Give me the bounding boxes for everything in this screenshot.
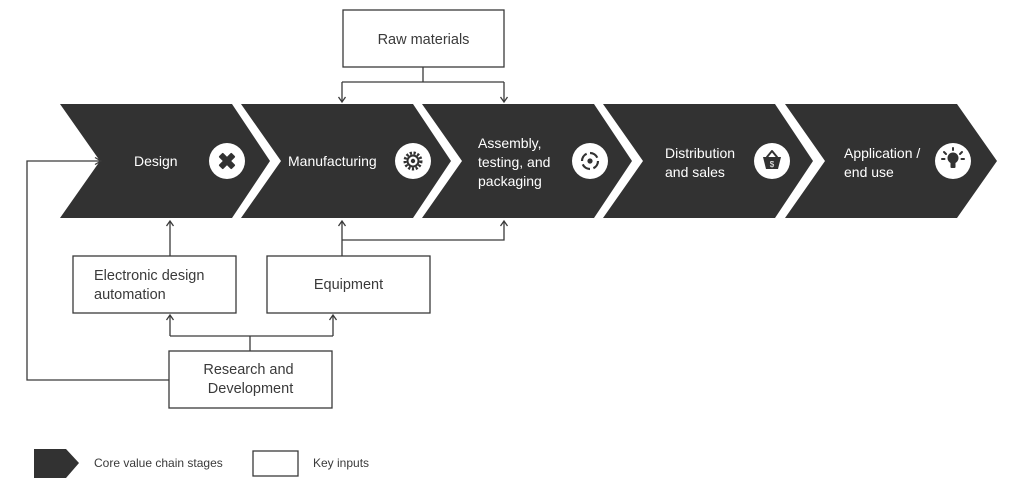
stage-design-line: Design [134, 153, 178, 169]
arrowhead [165, 219, 175, 227]
stage-manufacturing-shape [241, 104, 451, 218]
rnd-connector [169, 316, 334, 351]
stage-assembly-line-3: packaging [478, 173, 542, 189]
equipment-line: Equipment [314, 277, 383, 293]
arrowhead [165, 313, 175, 321]
stage-distribution-label: Distribution and sales [665, 145, 739, 180]
stage-distribution-line-1: Distribution [665, 145, 735, 161]
stage-distribution: Distribution and sales [603, 104, 813, 218]
svg-text:$: $ [770, 160, 775, 169]
equipment-connector [341, 222, 505, 256]
stage-design-shape [60, 104, 270, 218]
rnd-line-1: Research and [203, 362, 293, 378]
stage-assembly-label: Assembly, testing, and packaging [478, 135, 554, 189]
stage-distribution-line-2: and sales [665, 164, 725, 180]
cycle-icon [572, 143, 608, 179]
eda-box: Electronic design automation [72, 255, 237, 314]
stage-assembly: Assembly, testing, and packaging [422, 104, 632, 218]
stage-assembly-shape [422, 104, 632, 218]
arrowhead [499, 96, 509, 104]
gear-icon [395, 143, 431, 179]
stage-manufacturing-line: Manufacturing [288, 153, 377, 169]
pencil-ruler-icon [209, 143, 245, 179]
rnd-box: Research and Development [168, 350, 333, 409]
legend-core-label: Core value chain stages [94, 456, 223, 470]
eda-line-1: Electronic design [94, 268, 204, 284]
shopping-basket-icon: $ [754, 143, 790, 179]
raw-materials-box: Raw materials [342, 9, 505, 68]
raw-materials-label: Raw materials [378, 32, 470, 48]
equipment-label: Equipment [314, 277, 383, 293]
arrowhead [328, 313, 338, 321]
arrowhead [337, 219, 347, 227]
legend-core-swatch [34, 449, 79, 478]
eda-line-2: automation [94, 287, 166, 303]
raw-materials-connector [341, 67, 505, 102]
rnd-label: Research and Development [203, 362, 297, 397]
stage-manufacturing-label: Manufacturing [288, 153, 377, 169]
stage-assembly-line-1: Assembly, [478, 135, 542, 151]
stage-design: Design [60, 104, 270, 218]
stage-application-line-1: Application / [844, 145, 920, 161]
stage-application-line-2: end use [844, 164, 894, 180]
arrowhead [94, 156, 103, 166]
eda-label: Electronic design automation [94, 268, 208, 303]
lightbulb-hand-icon [935, 143, 971, 179]
stage-assembly-line-2: testing, and [478, 154, 550, 170]
stage-application-shape [785, 104, 997, 218]
arrowhead [337, 96, 347, 104]
stage-application-label: Application / end use [844, 145, 924, 180]
rnd-feedback-connector [26, 160, 169, 381]
legend: Core value chain stages Key inputs [34, 449, 369, 478]
stage-manufacturing: Manufacturing [241, 104, 451, 218]
stage-application: Application / end use [785, 104, 997, 218]
rnd-line-2: Development [208, 381, 293, 397]
arrowhead [499, 219, 509, 227]
legend-inputs-swatch [252, 450, 299, 477]
stage-distribution-shape [603, 104, 813, 218]
connectors [26, 67, 509, 381]
legend-inputs-label: Key inputs [313, 456, 369, 470]
raw-materials-line: Raw materials [378, 32, 470, 48]
stage-design-label: Design [134, 153, 178, 169]
equipment-box: Equipment [266, 255, 431, 314]
